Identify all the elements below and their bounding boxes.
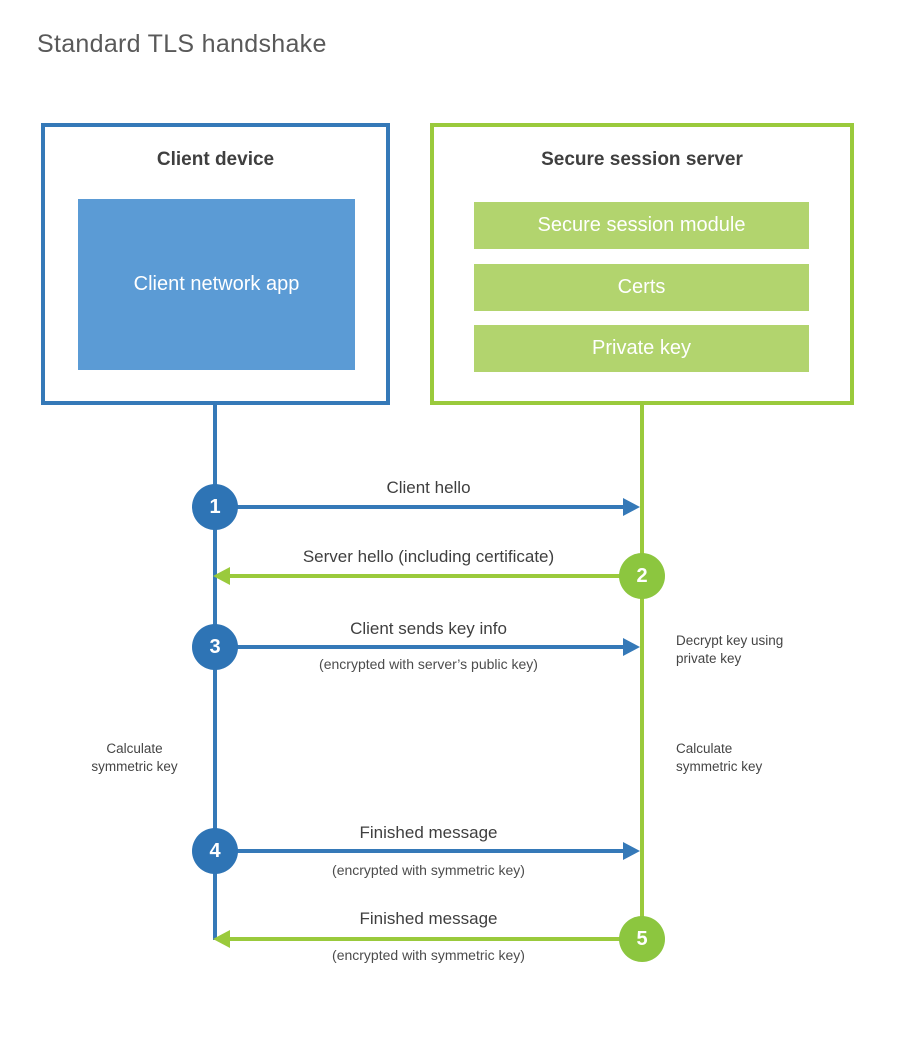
server-module-label: Certs <box>617 276 666 298</box>
server-module-label: Private key <box>592 337 691 359</box>
secure-session-server-heading: Secure session server <box>541 149 743 170</box>
step5-arrow-line <box>230 937 642 941</box>
step3-sublabel: (encrypted with server’s public key) <box>319 656 538 672</box>
step2-arrowhead-left-icon <box>213 567 230 585</box>
calculate-symmetric-key-note-server: Calculate symmetric key <box>676 741 763 774</box>
calculate-symmetric-key-note-client: Calculate symmetric key <box>91 741 178 774</box>
step1-circle: 1 <box>192 484 238 530</box>
server-lifeline <box>640 405 644 940</box>
step5-number: 5 <box>636 927 648 950</box>
step2-label: Server hello (including certificate) <box>302 547 555 566</box>
step4-number: 4 <box>209 839 221 862</box>
step3-arrowhead-right-icon <box>623 638 640 656</box>
step3-circle: 3 <box>192 624 238 670</box>
step5-sublabel: (encrypted with symmetric key) <box>332 947 525 963</box>
step4-arrowhead-right-icon <box>623 842 640 860</box>
step1-label: Client hello <box>386 478 471 497</box>
step5-circle: 5 <box>619 916 665 962</box>
server-module-certs: Certs <box>474 264 809 311</box>
server-module-label: Secure session module <box>537 214 746 236</box>
step2-circle: 2 <box>619 553 665 599</box>
step3-arrow-line <box>215 645 625 649</box>
step4-arrow-line <box>215 849 625 853</box>
server-module-secure-session-module: Secure session module <box>474 202 809 249</box>
client-network-app-label: Client network app <box>133 273 300 295</box>
step2-arrow-line <box>230 574 642 578</box>
step4-sublabel: (encrypted with symmetric key) <box>332 862 525 878</box>
step1-number: 1 <box>209 495 221 518</box>
step3-label: Client sends key info <box>350 619 507 638</box>
step5-label: Finished message <box>359 909 498 928</box>
client-device-heading: Client device <box>156 149 275 170</box>
client-lifeline <box>213 405 217 940</box>
step4-label: Finished message <box>359 823 498 842</box>
client-network-app-box: Client network app <box>78 199 355 370</box>
decrypt-key-note: Decrypt key using private key <box>676 633 784 666</box>
step4-circle: 4 <box>192 828 238 874</box>
step3-number: 3 <box>209 635 221 658</box>
step1-arrowhead-right-icon <box>623 498 640 516</box>
step1-arrow-line <box>215 505 625 509</box>
page-title: Standard TLS handshake <box>37 30 327 58</box>
step2-number: 2 <box>636 564 648 587</box>
step5-arrowhead-left-icon <box>213 930 230 948</box>
server-module-private-key: Private key <box>474 325 809 372</box>
